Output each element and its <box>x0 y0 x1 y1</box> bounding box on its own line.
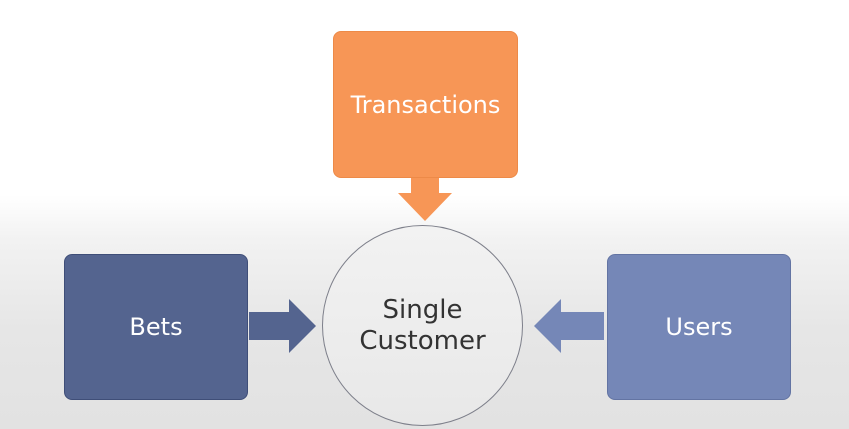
single-customer-node: Single Customer <box>322 225 523 426</box>
transactions-node: Transactions <box>333 31 518 178</box>
transactions-label: Transactions <box>350 90 501 119</box>
users-to-customer-arrow <box>534 299 604 353</box>
users-label: Users <box>665 313 733 341</box>
single-customer-line1: Single <box>382 294 463 325</box>
single-customer-line2: Customer <box>359 325 486 356</box>
bets-to-customer-arrow <box>249 299 316 353</box>
bets-node: Bets <box>64 254 248 400</box>
users-node: Users <box>607 254 791 400</box>
transactions-to-customer-arrow <box>398 178 452 221</box>
bets-label: Bets <box>129 313 183 341</box>
